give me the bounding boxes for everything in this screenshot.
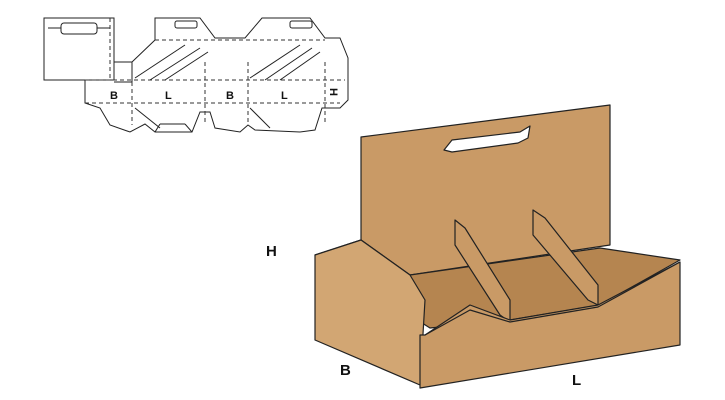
box-end-panel (314, 239, 426, 386)
dieline-label-l1: L (165, 90, 172, 102)
box-label-length: L (572, 372, 581, 389)
box-handle-panel (360, 104, 611, 276)
box-handle-cutout (443, 125, 531, 153)
box-label-height: H (266, 243, 277, 260)
dieline-label-b2: B (226, 90, 234, 102)
dieline-handle-flap (43, 17, 115, 81)
dieline-label-b1: B (110, 90, 118, 102)
box-front-rim (424, 261, 681, 336)
dieline-bottom-notches (154, 123, 193, 133)
dieline-label-l2: L (281, 90, 288, 102)
dieline-handle-slot-1 (174, 20, 198, 29)
carrier-box-3d (314, 104, 681, 389)
dieline-divider-cuts (134, 44, 321, 129)
dieline-fold-lines (85, 18, 345, 125)
dieline-label-h: H (327, 88, 339, 96)
box-label-breadth: B (340, 362, 351, 379)
dieline-main-outline (84, 17, 349, 133)
dieline-handle-slot-2 (289, 20, 313, 29)
flat-dieline-template (43, 17, 349, 133)
